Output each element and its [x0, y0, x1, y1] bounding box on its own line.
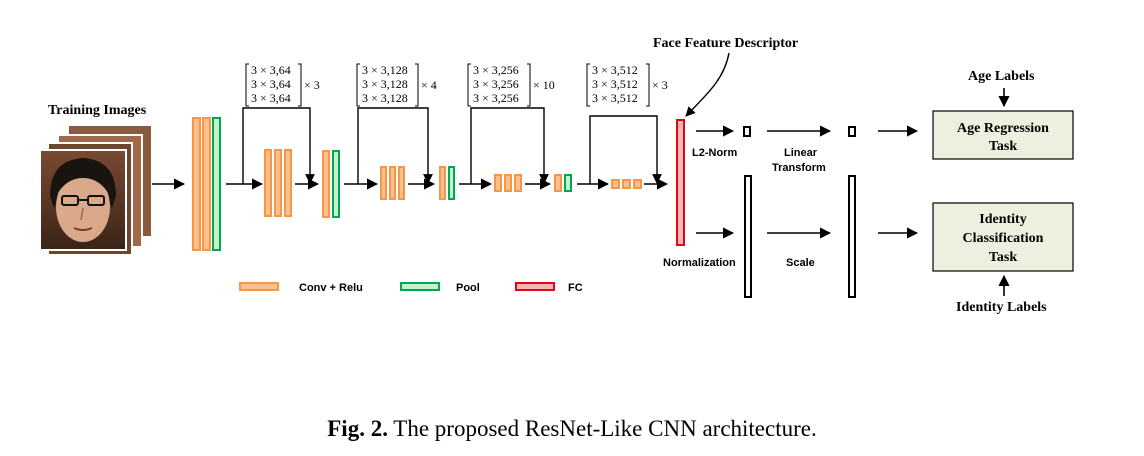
conv-layer: [439, 166, 446, 200]
age-task-line: Age Regression: [957, 121, 1049, 136]
pool-layer: [332, 150, 340, 218]
conv-layer: [398, 166, 405, 200]
pool-layer: [212, 117, 221, 251]
l2-norm-label: L2-Norm: [692, 147, 737, 159]
conv-layer: [322, 150, 330, 218]
stage-matrix-1: 3 × 3,64 3 × 3,64 3 × 3,64 × 3: [245, 63, 320, 107]
legend-fc-label: FC: [568, 282, 583, 294]
matrix-row: 3 × 3,256: [473, 77, 519, 91]
matrix-row: 3 × 3,128: [362, 63, 408, 77]
conv-layer: [633, 179, 642, 189]
transform-label: Transform: [772, 162, 826, 174]
stage-matrix-3: 3 × 3,256 3 × 3,256 3 × 3,256 × 10: [467, 63, 555, 107]
residual-stage-3: [459, 107, 572, 192]
normalized-feature-node: [743, 126, 751, 137]
repeat-count: × 4: [421, 78, 437, 92]
repeat-count: × 3: [304, 78, 320, 92]
conv-layer: [514, 174, 522, 192]
repeat-count: × 3: [652, 78, 668, 92]
residual-stage-2: [344, 107, 455, 200]
stage-matrix-2: 3 × 3,128 3 × 3,128 3 × 3,128 × 4: [356, 63, 437, 107]
identity-task-line: Task: [989, 250, 1018, 265]
legend-fc-swatch: [515, 282, 555, 291]
matrix-row: 3 × 3,128: [362, 91, 408, 105]
matrix-row: 3 × 3,256: [473, 91, 519, 105]
face-image: [50, 158, 116, 242]
conv-layer: [611, 179, 620, 189]
conv-layer: [202, 117, 211, 251]
matrix-row: 3 × 3,512: [592, 91, 638, 105]
fc-layer: [676, 119, 685, 246]
legend-pool-swatch: [400, 282, 440, 291]
legend: Conv + Relu Pool FC: [239, 282, 583, 294]
scale-label: Scale: [786, 257, 815, 269]
matrix-row: 3 × 3,64: [251, 63, 291, 77]
caption-prefix: Fig. 2.: [327, 416, 388, 441]
identity-labels-label: Identity Labels: [956, 300, 1047, 315]
conv-layer: [554, 174, 562, 192]
age-labels-label: Age Labels: [968, 69, 1035, 84]
identity-task-line: Identity: [979, 212, 1026, 227]
figure-caption: Fig. 2. The proposed ResNet-Like CNN arc…: [0, 416, 1144, 442]
residual-stage-1: [226, 107, 340, 218]
conv-layer: [389, 166, 396, 200]
conv-layer: [380, 166, 387, 200]
identity-task-line: Classification: [963, 231, 1044, 246]
conv-layer: [622, 179, 631, 189]
age-output-node: [848, 126, 856, 137]
caption-text: The proposed ResNet-Like CNN architectur…: [393, 416, 817, 441]
conv-layer: [494, 174, 502, 192]
conv-layer: [264, 149, 272, 217]
matrix-row: 3 × 3,64: [251, 77, 291, 91]
conv-layer: [284, 149, 292, 217]
age-task-line: Task: [989, 139, 1018, 154]
age-regression-task-box: Age Regression Task: [932, 110, 1074, 160]
linear-label: Linear: [784, 147, 818, 159]
matrix-row: 3 × 3,256: [473, 63, 519, 77]
training-images-stack: [39, 124, 153, 256]
legend-conv-swatch: [239, 282, 279, 291]
conv-layer: [192, 117, 201, 251]
training-images-label: Training Images: [48, 103, 147, 118]
residual-stage-4: [577, 115, 669, 190]
matrix-row: 3 × 3,64: [251, 91, 291, 105]
matrix-row: 3 × 3,128: [362, 77, 408, 91]
conv-layer: [274, 149, 282, 217]
matrix-row: 3 × 3,512: [592, 63, 638, 77]
identity-classification-task-box: Identity Classification Task: [932, 202, 1074, 272]
legend-pool-label: Pool: [456, 282, 480, 294]
matrix-row: 3 × 3,512: [592, 77, 638, 91]
repeat-count: × 10: [533, 78, 555, 92]
normalization-label: Normalization: [663, 257, 736, 269]
pool-layer: [448, 166, 455, 200]
normalized-vector: [744, 175, 752, 298]
initial-block: [192, 117, 221, 251]
stage-matrix-4: 3 × 3,512 3 × 3,512 3 × 3,512 × 3: [586, 63, 668, 107]
conv-layer: [504, 174, 512, 192]
legend-conv-label: Conv + Relu: [299, 282, 363, 294]
scaled-vector: [848, 175, 856, 298]
pool-layer: [564, 174, 572, 192]
face-feature-descriptor-label: Face Feature Descriptor: [653, 36, 798, 51]
